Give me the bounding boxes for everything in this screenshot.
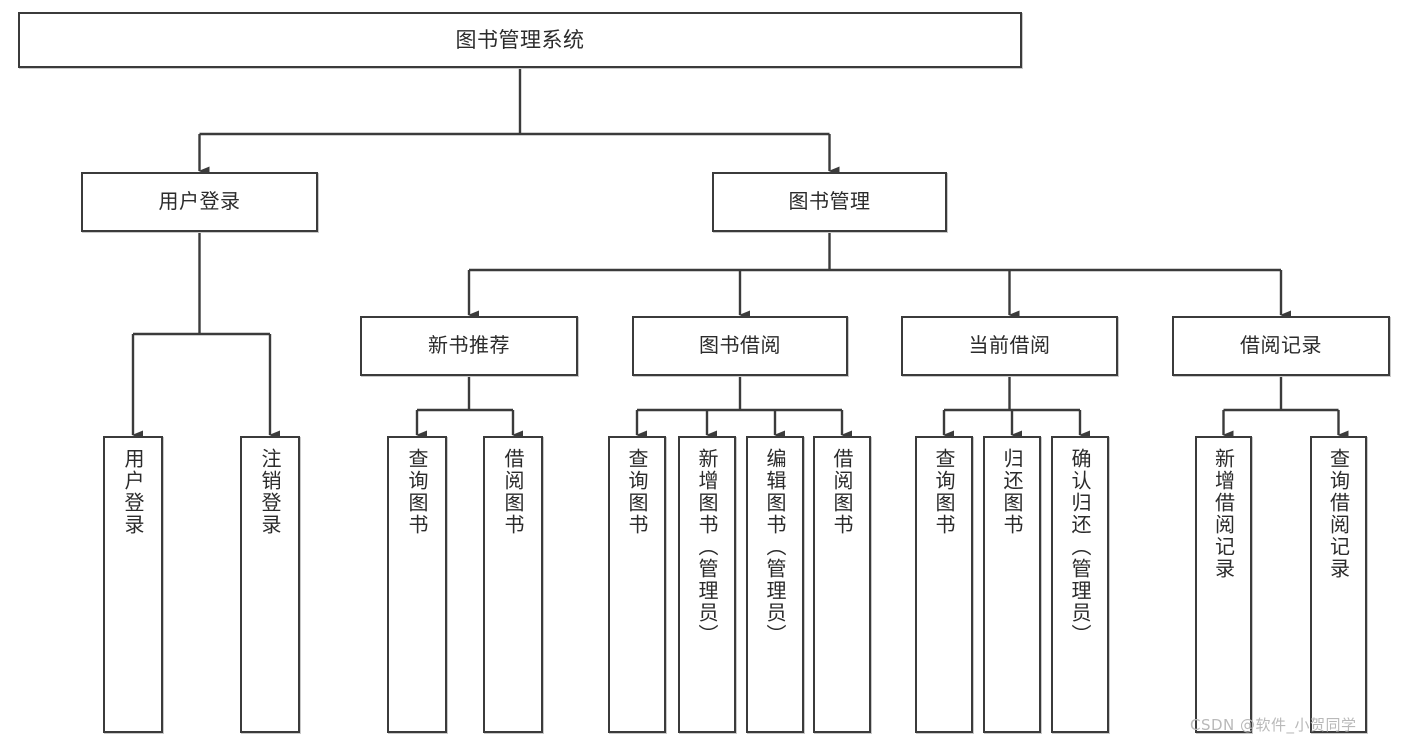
node-leaf-8[interactable]: 借阅图书: [813, 436, 871, 733]
node-leaf-5[interactable]: 查询图书: [608, 436, 666, 733]
node-current-borrow[interactable]: 当前借阅: [901, 316, 1118, 376]
node-label: 新增图书（管理员）: [695, 448, 719, 646]
node-label: 图书借阅: [699, 333, 781, 358]
node-label: 查询借阅记录: [1326, 448, 1351, 580]
node-root[interactable]: 图书管理系统: [18, 12, 1022, 68]
node-label: 查询图书: [625, 448, 649, 536]
node-user-login[interactable]: 用户登录: [81, 172, 318, 232]
node-label: 新增借阅记录: [1211, 448, 1236, 580]
node-leaf-9[interactable]: 查询图书: [915, 436, 973, 733]
node-leaf-6[interactable]: 新增图书（管理员）: [678, 436, 736, 733]
node-leaf-7[interactable]: 编辑图书（管理员）: [746, 436, 804, 733]
node-leaf-11[interactable]: 确认归还（管理员）: [1051, 436, 1109, 733]
node-label: 新书推荐: [428, 333, 510, 358]
node-leaf-3[interactable]: 查询图书: [387, 436, 447, 733]
node-new-book-rec[interactable]: 新书推荐: [360, 316, 578, 376]
node-book-borrow[interactable]: 图书借阅: [632, 316, 848, 376]
node-leaf-2[interactable]: 注销登录: [240, 436, 300, 733]
node-label: 编辑图书（管理员）: [763, 448, 787, 646]
node-label: 归还图书: [1000, 448, 1024, 536]
node-borrow-record[interactable]: 借阅记录: [1172, 316, 1390, 376]
edge-group: [131, 68, 1349, 440]
node-label: 确认归还（管理员）: [1068, 448, 1092, 646]
node-label: 借阅图书: [501, 448, 525, 536]
node-leaf-10[interactable]: 归还图书: [983, 436, 1041, 733]
node-label: 查询图书: [932, 448, 956, 536]
node-label: 注销登录: [258, 448, 282, 536]
node-label: 图书管理系统: [455, 27, 585, 52]
node-leaf-4[interactable]: 借阅图书: [483, 436, 543, 733]
node-label: 图书管理: [788, 189, 871, 214]
node-leaf-1[interactable]: 用户登录: [103, 436, 163, 733]
node-book-manage[interactable]: 图书管理: [712, 172, 947, 232]
node-leaf-12[interactable]: 新增借阅记录: [1195, 436, 1252, 733]
node-leaf-13[interactable]: 查询借阅记录: [1310, 436, 1367, 733]
node-label: 当前借阅: [968, 333, 1051, 358]
node-label: 用户登录: [158, 189, 241, 214]
node-label: 查询图书: [405, 448, 429, 536]
node-label: 借阅记录: [1240, 333, 1322, 358]
node-label: 用户登录: [121, 448, 145, 536]
node-label: 借阅图书: [830, 448, 854, 536]
watermark: CSDN @软件_小贺同学: [1190, 716, 1357, 734]
